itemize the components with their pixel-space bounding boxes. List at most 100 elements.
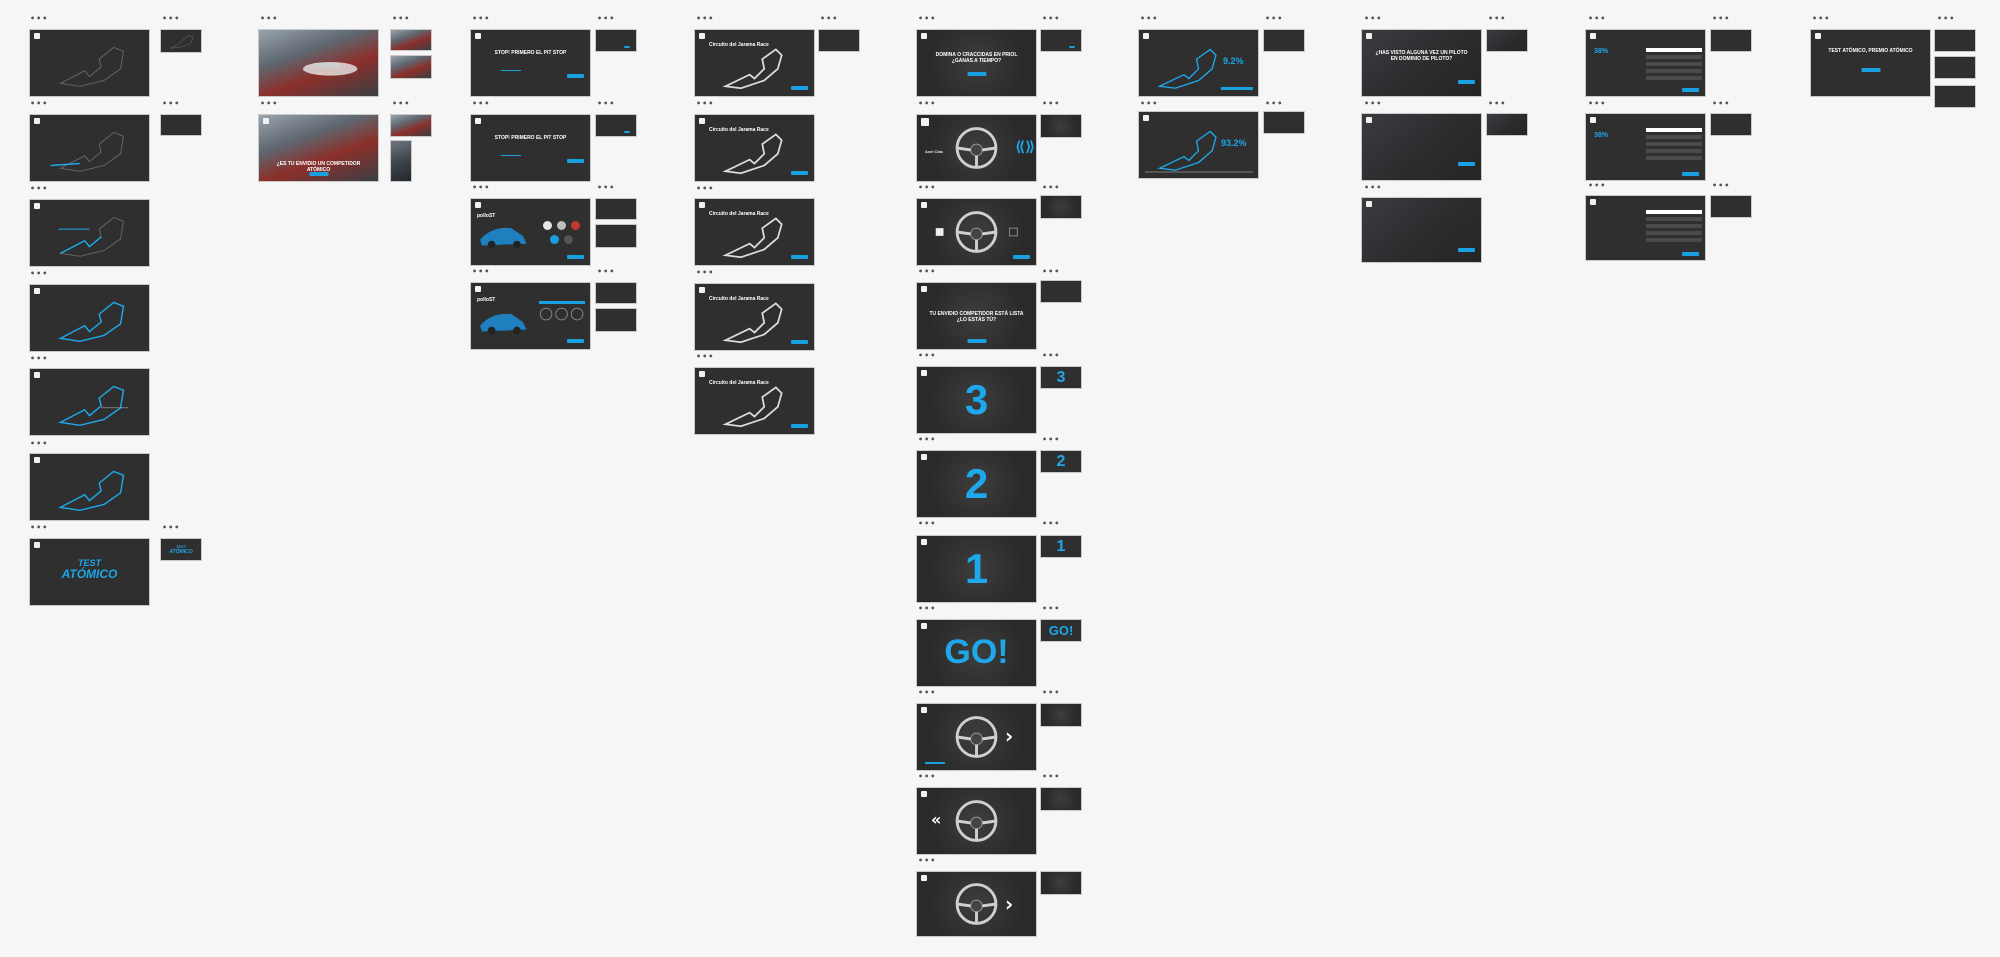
frame-menu-dots[interactable]: ••• — [918, 183, 937, 192]
frame-menu-dots[interactable]: ••• — [392, 99, 411, 108]
table-row[interactable] — [1646, 238, 1702, 242]
frame-countdown-2[interactable]: 2 — [916, 450, 1037, 518]
frame-car-wheels[interactable]: polloST — [470, 282, 591, 350]
next-button[interactable] — [567, 339, 584, 343]
frame-track-step-3[interactable] — [29, 199, 150, 267]
frame-countdown-1[interactable]: 1 — [916, 535, 1037, 603]
frame-thumb-result[interactable] — [1263, 111, 1305, 134]
frame-pitstop-2[interactable]: STOP! PRIMERO EL PIT STOP — [470, 114, 591, 182]
frame-menu-dots[interactable]: ••• — [472, 99, 491, 108]
frame-menu-dots[interactable]: ••• — [1488, 14, 1507, 23]
ready-button[interactable] — [1069, 46, 1075, 48]
frame-test-atomico[interactable]: TEST ATÓMICO — [29, 538, 150, 606]
frame-wheel-center[interactable] — [916, 198, 1037, 266]
frame-final-prize[interactable]: TEST ATÓMICO, PREMIO ATÓMICO — [1810, 29, 1931, 97]
frame-track-step-4[interactable] — [29, 284, 150, 352]
answer-button[interactable] — [1458, 248, 1475, 252]
frame-thumb-countdown[interactable]: 2 — [1040, 450, 1082, 473]
participate-button[interactable] — [1860, 68, 1881, 72]
table-row[interactable] — [1646, 210, 1702, 214]
frame-menu-dots[interactable]: ••• — [1364, 14, 1383, 23]
frame-thumb-wheel[interactable] — [1040, 114, 1082, 138]
frame-thumb-countdown[interactable]: 3 — [1040, 366, 1082, 389]
frame-menu-dots[interactable]: ••• — [918, 856, 937, 865]
frame-track-step-2[interactable] — [29, 114, 150, 182]
frame-countdown-3[interactable]: 3 — [916, 366, 1037, 434]
frame-thumb-mobile[interactable] — [390, 140, 412, 182]
frame-menu-dots[interactable]: ••• — [696, 268, 715, 277]
frame-menu-dots[interactable]: ••• — [696, 99, 715, 108]
frame-menu-dots[interactable]: ••• — [1042, 688, 1061, 697]
frame-menu-dots[interactable]: ••• — [30, 523, 49, 532]
frame-thumb-ready[interactable] — [1040, 280, 1082, 303]
frame-thumb-ranking[interactable] — [1710, 195, 1752, 218]
frame-thumb-countdown[interactable]: 1 — [1040, 535, 1082, 558]
frame-ranking-3[interactable] — [1585, 195, 1706, 261]
frame-menu-dots[interactable]: ••• — [1488, 99, 1507, 108]
frame-wheel-right[interactable]: › — [916, 703, 1037, 771]
start-button[interactable] — [966, 339, 987, 343]
frame-thumb-hero[interactable] — [390, 55, 432, 79]
frame-circuit-3[interactable]: Circuito del Jarama Race — [694, 198, 815, 266]
frame-thumb-wheel[interactable] — [1040, 787, 1082, 811]
frame-pilot-video[interactable] — [1361, 113, 1482, 181]
table-row[interactable] — [1646, 76, 1702, 80]
frame-circuit-4[interactable]: Circuito del Jarama Race — [694, 283, 815, 351]
frame-menu-dots[interactable]: ••• — [1042, 99, 1061, 108]
frame-car-color[interactable]: polloST — [470, 198, 591, 266]
frame-menu-dots[interactable]: ••• — [918, 267, 937, 276]
frame-thumb-pilot[interactable] — [1486, 113, 1528, 136]
frame-menu-dots[interactable]: ••• — [30, 354, 49, 363]
frame-menu-dots[interactable]: ••• — [597, 99, 616, 108]
frame-thumb-wheel[interactable] — [1040, 703, 1082, 727]
continue-button[interactable] — [624, 131, 630, 133]
frame-menu-dots[interactable]: ••• — [918, 519, 937, 528]
frame-wheel-right-2[interactable]: › — [916, 871, 1037, 937]
frame-thumb-track[interactable] — [160, 29, 202, 53]
frame-menu-dots[interactable]: ••• — [392, 14, 411, 23]
frame-thumb-hero[interactable] — [390, 114, 432, 137]
frame-thumb-pitstop[interactable] — [595, 29, 637, 52]
next-button[interactable] — [567, 255, 584, 259]
color-swatch-white[interactable] — [543, 221, 552, 230]
frame-thumb-hero[interactable] — [390, 29, 432, 51]
continue-button[interactable] — [791, 255, 808, 259]
frame-circuit-2[interactable]: Circuito del Jarama Race — [694, 114, 815, 182]
continue-button[interactable] — [567, 74, 584, 78]
frame-thumb-result[interactable] — [1263, 29, 1305, 52]
option-selector[interactable] — [539, 301, 585, 304]
answer-button[interactable] — [1458, 162, 1475, 166]
frame-menu-dots[interactable]: ••• — [472, 183, 491, 192]
color-swatch-red[interactable] — [571, 221, 580, 230]
frame-menu-dots[interactable]: ••• — [1042, 772, 1061, 781]
color-swatch-silver[interactable] — [557, 221, 566, 230]
frame-menu-dots[interactable]: ••• — [1042, 351, 1061, 360]
color-swatch-blue[interactable] — [550, 235, 559, 244]
frame-menu-dots[interactable]: ••• — [1140, 99, 1159, 108]
frame-menu-dots[interactable]: ••• — [162, 14, 181, 23]
frame-pilot-question[interactable]: ¿HAS VISTO ALGUNA VEZ UN PILOTO EN DOMIN… — [1361, 29, 1482, 97]
frame-track-step-5[interactable] — [29, 368, 150, 436]
table-row[interactable] — [1646, 149, 1702, 153]
continue-button[interactable] — [1682, 172, 1699, 176]
frame-menu-dots[interactable]: ••• — [162, 523, 181, 532]
frame-menu-dots[interactable]: ••• — [1364, 183, 1383, 192]
frame-menu-dots[interactable]: ••• — [1140, 14, 1159, 23]
continue-button[interactable] — [567, 159, 584, 163]
frame-wheel-left[interactable]: « — [916, 787, 1037, 855]
frame-pitstop-1[interactable]: STOP! PRIMERO EL PIT STOP — [470, 29, 591, 97]
frame-menu-dots[interactable]: ••• — [30, 269, 49, 278]
frame-menu-dots[interactable]: ••• — [597, 267, 616, 276]
share-button[interactable] — [1221, 87, 1253, 90]
frame-menu-dots[interactable]: ••• — [1042, 14, 1061, 23]
frame-menu-dots[interactable]: ••• — [918, 351, 937, 360]
frame-menu-dots[interactable]: ••• — [1042, 604, 1061, 613]
frame-menu-dots[interactable]: ••• — [820, 14, 839, 23]
frame-thumb-circuit[interactable] — [818, 29, 860, 52]
frame-hero-car-photo[interactable] — [258, 29, 379, 97]
frame-circuit-1[interactable]: Circuito del Jarama Race — [694, 29, 815, 97]
frame-ready-question[interactable]: TU ENVIDIO COMPETIDOR ESTÁ LISTA ¿LO EST… — [916, 282, 1037, 350]
frame-menu-dots[interactable]: ••• — [1712, 181, 1731, 190]
frame-ranking-1[interactable]: 38% — [1585, 29, 1706, 97]
frame-ranking-2[interactable]: 38% — [1585, 113, 1706, 181]
